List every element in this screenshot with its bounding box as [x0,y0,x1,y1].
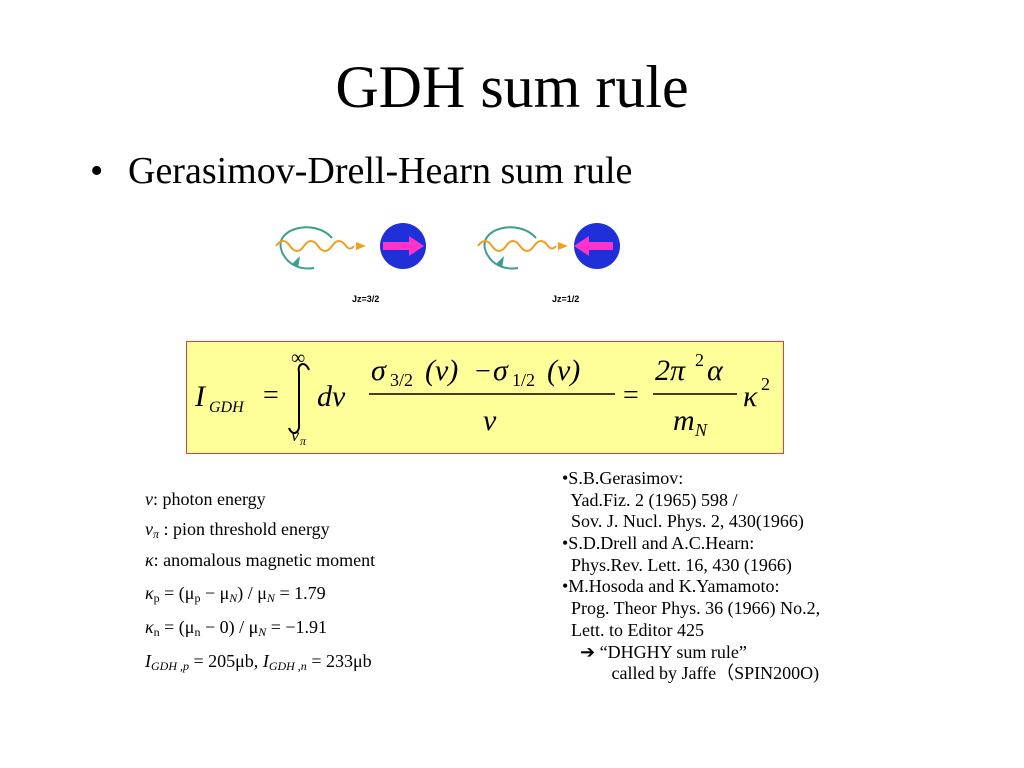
kn-symbol: κ [145,617,154,637]
def-anomalous-moment: κ: anomalous magnetic moment [145,549,375,571]
formula-lhs-sub: GDH [209,399,245,416]
spin-arrow-right-head [574,236,589,256]
num-nu2: (ν) [547,354,580,387]
rhs-num: 2π [655,354,686,387]
kappa-symbol: κ [145,550,154,570]
spin-curve-right-arrowhead [496,256,504,268]
photon-wave-left [275,240,355,252]
integral-lower-sub: π [300,434,307,448]
formula-eq2: = [623,380,639,411]
nucleon-left [380,223,426,269]
rhs-den-sub: N [694,420,708,440]
num-sigma12: σ [493,354,509,387]
nu-description: : photon energy [153,489,266,509]
kn-value: = −1.91 [266,617,328,637]
bullet-text: Gerasimov-Drell-Hearn sum rule [128,150,633,192]
igdh-p-value: = 205μb, [189,651,263,671]
spin-arrow-left-head [409,236,424,256]
kp-text: = (μ [159,583,195,603]
ref-line: Prog. Theor Phys. 36 (1966) No.2, [562,598,821,619]
formula-dnu: dν [317,380,346,413]
kp-muN2-sub: N [266,591,275,605]
igdh-p-symbol: I [145,651,151,671]
ref-line: Sov. J. Nucl. Phys. 2, 430(1966) [562,511,804,532]
ref-line: •M.Hosoda and K.Yamamoto: [562,576,780,597]
kp-text2: − μ [200,583,230,603]
integral-upper: ∞ [291,347,305,369]
ref-line: Phys.Rev. Lett. 16, 430 (1966) [562,554,792,575]
igdh-n-sub: GDH ,n [268,659,307,673]
integral-lower: ν [291,425,299,445]
kappa-description: : anomalous magnetic moment [153,550,376,570]
num-sigma32: σ [371,354,387,387]
igdh-n-value: = 233μb [306,651,372,671]
nupi-description: : pion threshold energy [159,519,330,539]
ref-line: Yad.Fiz. 2 (1965) 598 / [562,489,738,510]
jz-label-left: Jz=3/2 [352,294,380,304]
nu-symbol: ν [145,489,153,509]
num-sub32: 3/2 [390,370,413,390]
photon-arrowhead-right [558,242,568,250]
den-nu: ν [483,404,497,437]
igdh-n-symbol: I [262,651,269,671]
kn-text2: − 0) / μ [200,617,259,637]
jz-label-right: Jz=1/2 [552,294,580,304]
ref-line: Lett. to Editor 425 [562,619,704,640]
kappa-neutron-eq: κn = (μn − 0) / μN = −1.91 [145,616,327,643]
kn-mu-sub: n [194,625,201,639]
kn-sub: n [153,625,160,639]
spin-curve-left [279,226,333,270]
rhs-kappa: κ [743,380,758,413]
kp-text3: ) / μ [237,583,267,603]
photon-wave-right [477,240,557,252]
spin-arrow-left-shaft [383,242,411,250]
ref-line: •S.D.Drell and A.C.Hearn: [562,533,755,554]
def-photon-energy: ν: photon energy [145,488,266,510]
ref-line: ➔ “DHGHY sum rule” [562,641,747,662]
kp-muN-sub: N [229,591,238,605]
kp-symbol: κ [145,583,154,603]
formula-box: I GDH = ∞ ν π dν σ 3/2 (ν) − σ 1/2 (ν) ν… [186,341,784,454]
rhs-kappa-sup: 2 [761,374,770,394]
def-pion-threshold: νπ : pion threshold energy [145,518,330,545]
formula-eq1: = [263,380,279,411]
rhs-num-sup: 2 [695,350,704,370]
gdh-formula: I GDH = ∞ ν π dν σ 3/2 (ν) − σ 1/2 (ν) ν… [194,347,770,448]
bullet-item: • Gerasimov-Drell-Hearn sum rule [90,148,632,194]
num-minus: − [475,356,491,387]
photon-arrowhead-left [356,242,366,250]
rhs-alpha: α [707,354,724,387]
kp-value: = 1.79 [274,583,326,603]
nucleon-right [574,223,620,269]
references: •S.B.Gerasimov: Yad.Fiz. 2 (1965) 598 / … [562,468,820,685]
kn-text: = (μ [159,617,195,637]
nupi-sub: π [153,527,160,541]
ref-line: called by Jaffe（SPIN200O) [562,663,820,684]
nupi-symbol: ν [145,519,153,539]
kappa-proton-eq: κp = (μp − μN) / μN = 1.79 [145,582,326,609]
spin-curve-right [483,226,537,270]
kp-mu-sub: p [194,591,201,605]
integral-sign [288,363,310,434]
slide-title: GDH sum rule [335,54,689,120]
formula-lhs: I [194,380,207,413]
bullet-dot: • [90,150,104,192]
kn-muN-sub: N [258,625,267,639]
igdh-values: IGDH ,p = 205μb, IGDH ,n = 233μb [145,650,372,677]
rhs-den: m [673,404,695,437]
num-nu1: (ν) [425,354,458,387]
spin-curve-left-arrowhead [292,256,300,268]
kp-sub: p [153,591,160,605]
num-sub12: 1/2 [512,370,535,390]
ref-line: •S.B.Gerasimov: [562,468,684,488]
igdh-p-sub: GDH ,p [151,659,189,673]
spin-arrow-right-shaft [585,242,613,250]
